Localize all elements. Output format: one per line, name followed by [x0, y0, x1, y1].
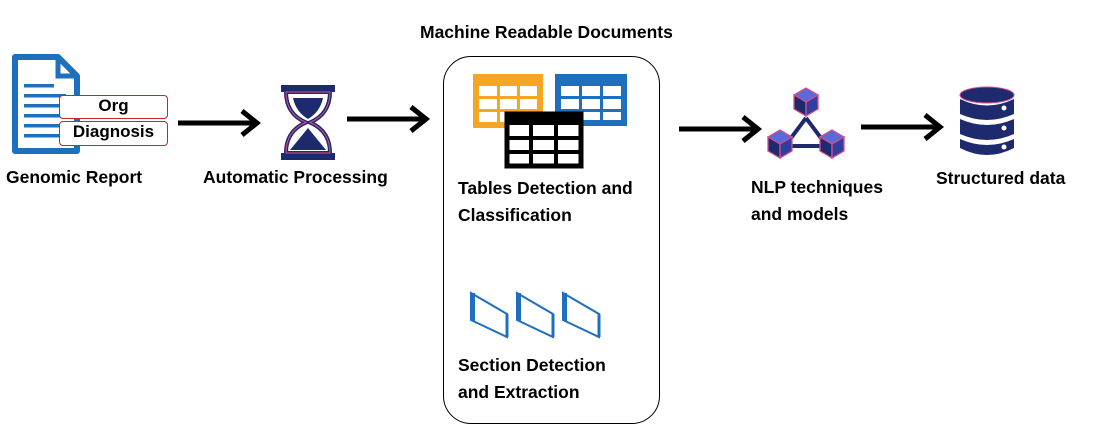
machine-readable-box: [443, 56, 660, 424]
genomic-report-label: Genomic Report: [6, 167, 143, 187]
diagnosis-tag: Diagnosis: [59, 121, 168, 146]
automatic-processing-label: Automatic Processing: [203, 167, 388, 187]
nlp-line2: and models: [751, 204, 849, 224]
diagram-title: Machine Readable Documents: [420, 22, 673, 42]
tables-detection-line1: Tables Detection and: [458, 178, 633, 198]
arrow-icon: [679, 115, 763, 143]
database-icon: [959, 86, 1015, 155]
table-icon: [473, 74, 627, 169]
nlp-line1: NLP techniques: [751, 177, 883, 197]
section-detection-line1: Section Detection: [458, 355, 606, 375]
tables-detection-line2: Classification: [458, 205, 572, 225]
arrow-icon: [861, 113, 945, 141]
section-icon: [470, 291, 601, 339]
hourglass-icon: [281, 85, 335, 160]
arrow-icon: [347, 105, 431, 133]
structured-data-label: Structured data: [936, 168, 1066, 188]
network-cubes-icon: [766, 87, 846, 160]
org-tag: Org: [59, 95, 168, 119]
arrow-icon: [178, 109, 262, 137]
section-detection-line2: and Extraction: [458, 382, 580, 402]
